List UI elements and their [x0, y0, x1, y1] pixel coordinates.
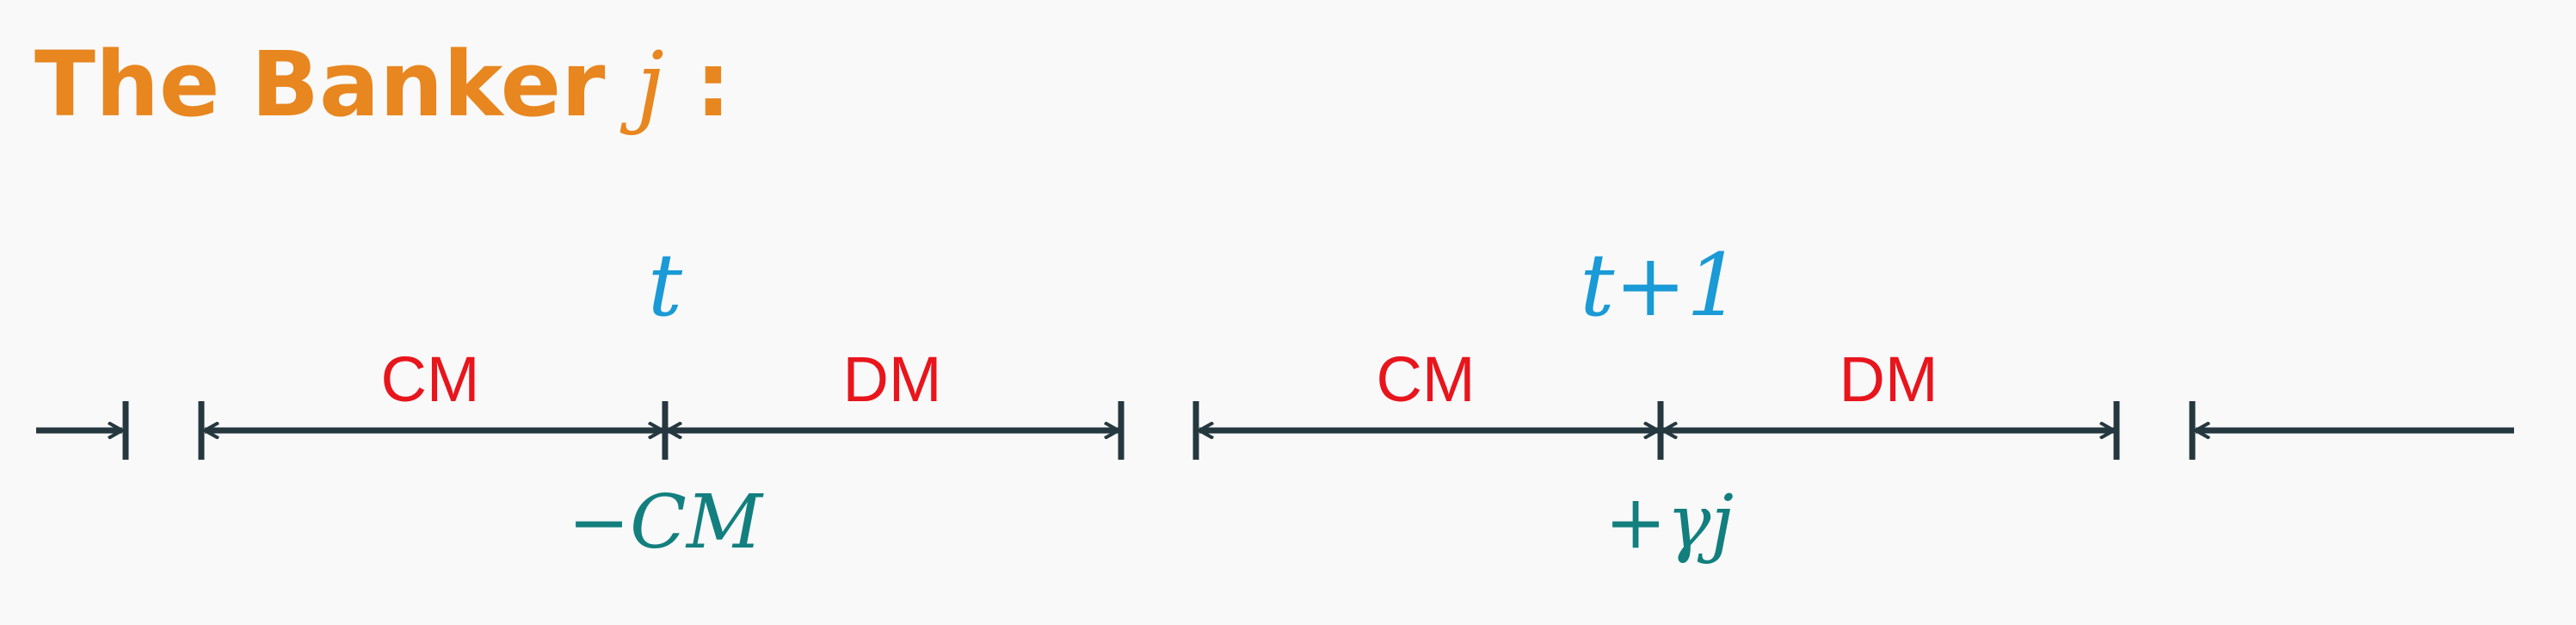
period-t1-cm-label: CM — [1376, 343, 1475, 415]
period-t1-cash-flow: +γj — [1605, 480, 1734, 566]
period-t-cm-label: CM — [380, 343, 479, 415]
title-suffix: : — [663, 32, 731, 137]
period-t-dm-label: DM — [842, 343, 941, 415]
period-t-cash-flow: −CM — [568, 480, 764, 566]
period-t1-time-label: t+1 — [1580, 235, 1741, 336]
period-t-time-label: t — [648, 235, 683, 336]
period-t1-dm-label: DM — [1839, 343, 1938, 415]
slide-title: The Banker j : — [34, 40, 731, 129]
title-variable: j — [636, 32, 664, 137]
title-prefix: The Banker — [34, 32, 637, 137]
